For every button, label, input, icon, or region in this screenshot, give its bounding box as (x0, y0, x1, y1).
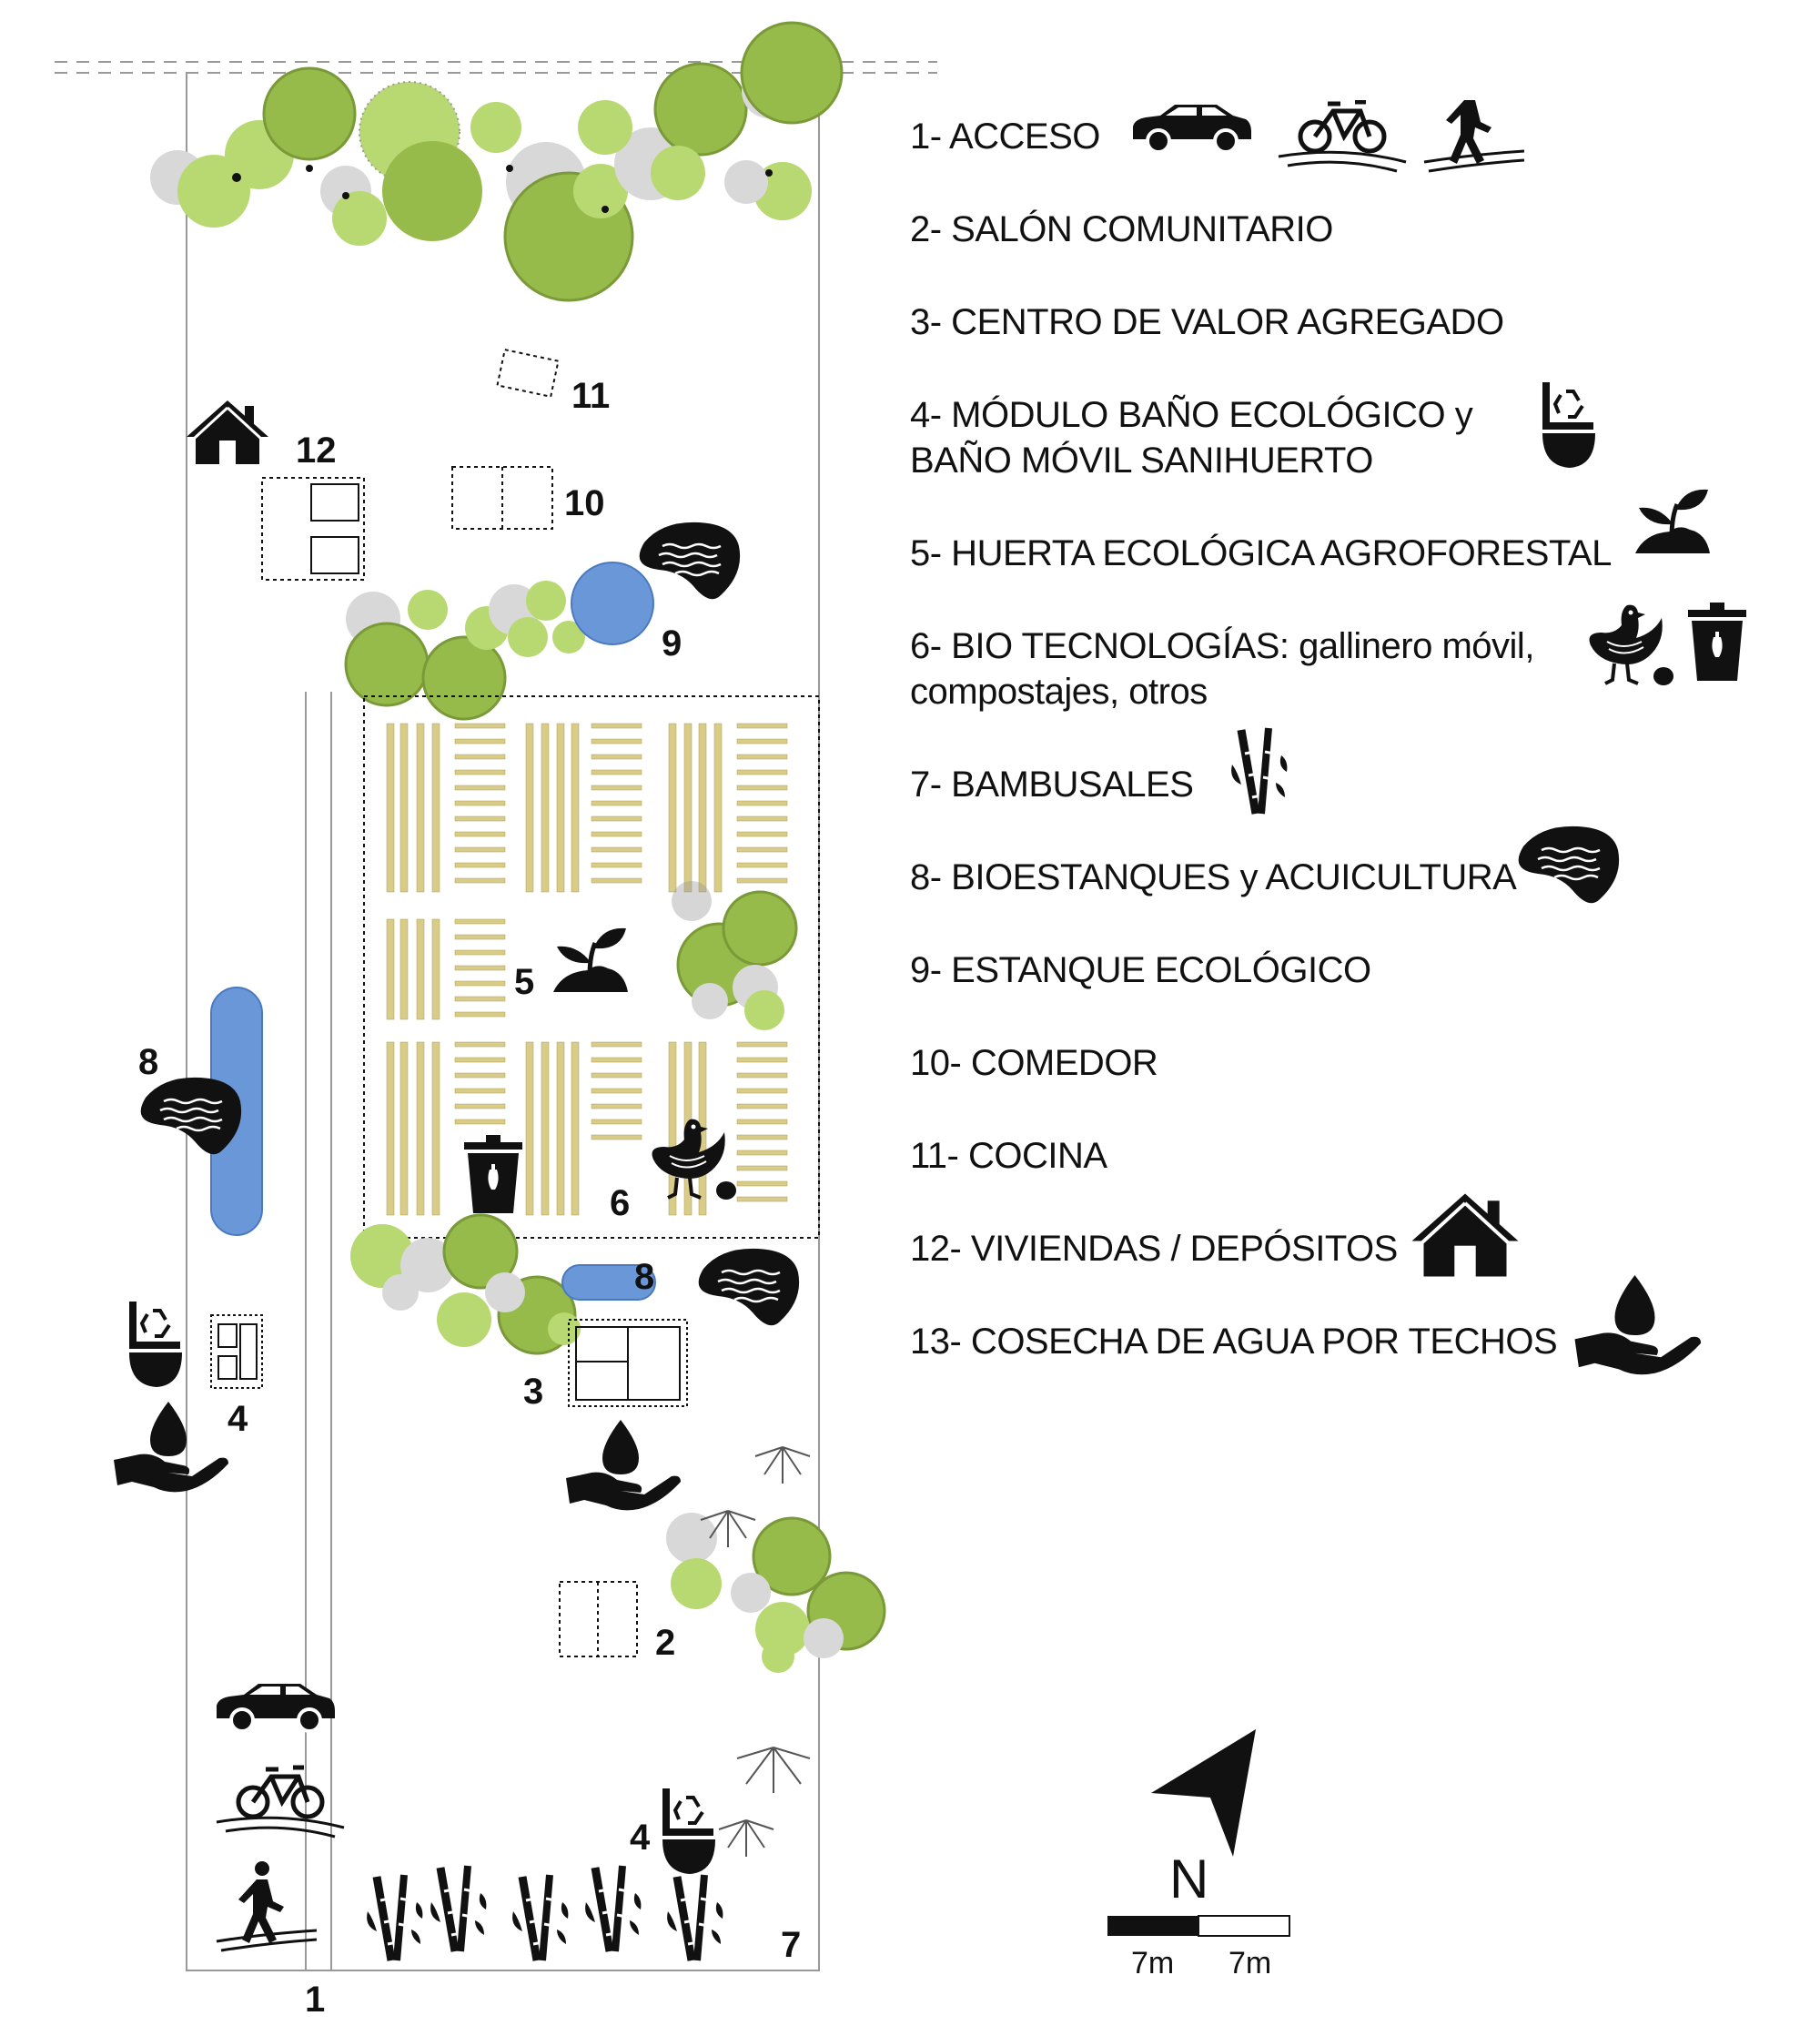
north-label: N (1169, 1849, 1208, 1909)
zone-number-centro: 3 (523, 1372, 543, 1412)
bioestanque-center-pond (561, 1264, 656, 1301)
hen-icon (1587, 603, 1675, 687)
bamboo-icon (667, 1875, 723, 1960)
crop-rows (386, 723, 788, 1216)
tree-belt-estanque (344, 581, 585, 721)
zone-number-biotec: 6 (610, 1183, 630, 1223)
bamboo-icon (367, 1875, 422, 1960)
sprout-icon (1635, 490, 1710, 553)
huerta-boundary (363, 695, 820, 1239)
legend-water-icon (1574, 1275, 1702, 1375)
salon-structure (559, 1581, 638, 1657)
car-icon (1133, 103, 1253, 154)
house-icon (185, 399, 270, 466)
zone-number-viviendas: 12 (296, 430, 337, 471)
bamboo-icon (430, 1866, 486, 1951)
bano-west-structure (210, 1314, 263, 1389)
zone-number-cocina: 11 (571, 376, 610, 416)
estanque-ecologico-pond (571, 562, 654, 645)
legend-item-bioestanque: 8- BIOESTANQUES y ACUICULTURA (910, 857, 1517, 897)
zone-number-bano-west: 4 (228, 1399, 248, 1439)
zone-number-bioestanque-west: 8 (138, 1042, 158, 1082)
zone-number-comedor: 10 (564, 483, 605, 523)
legend-house-icon (1410, 1191, 1521, 1279)
water-harvest-icon (1574, 1275, 1702, 1375)
legend-item-huerta: 5- HUERTA ECOLÓGICA AGROFORESTAL (910, 533, 1612, 573)
zone-number-estanque: 9 (662, 623, 682, 663)
legend-bamboo-icon (1224, 724, 1306, 824)
sprout-icon (553, 928, 628, 992)
pond-icon (697, 1247, 801, 1327)
legend-item-cosecha: 13- COSECHA DE AGUA POR TECHOS (910, 1322, 1558, 1362)
pedestrian-icon (215, 1859, 318, 1952)
eco-toilet-icon (661, 1787, 717, 1876)
bamboo-icon (512, 1875, 568, 1960)
legend-item-biotec-line1: 6- BIO TECNOLOGÍAS: gallinero móvil, (910, 626, 1534, 666)
zone-number-salon: 2 (655, 1623, 675, 1663)
pond-icon (139, 1076, 243, 1156)
eco-toilet-icon (1541, 380, 1597, 470)
zone-number-bioestanque-center: 8 (634, 1257, 654, 1297)
pedestrian-icon (1422, 100, 1526, 173)
legend-pond-icon (1517, 825, 1621, 905)
bamboo-icon (1231, 728, 1287, 814)
tree-cluster-huerta (672, 881, 798, 1030)
bicycle-icon (1279, 102, 1406, 171)
centro-structure (568, 1319, 688, 1407)
car-icon (215, 1682, 337, 1733)
compost-bin-icon (464, 1135, 522, 1213)
legend-item-estanque: 9- ESTANQUE ECOLÓGICO (910, 950, 1371, 990)
scale-label-left: 7m (1131, 1946, 1174, 1980)
north-arrow-icon (1151, 1729, 1256, 1857)
bicycle-icon (217, 1768, 344, 1837)
legend-item-centro: 3- CENTRO DE VALOR AGREGADO (910, 302, 1504, 342)
viviendas-structure (261, 477, 365, 581)
legend-sprout-icon (1633, 482, 1734, 573)
legend-toilet-icon (1541, 380, 1597, 470)
legend-item-bano-line1: 4- MÓDULO BAÑO ECOLÓGICO y (910, 395, 1473, 435)
tree-belt-middle (350, 1213, 581, 1355)
legend-item-acceso: 1- ACCESO (910, 116, 1100, 157)
legend-item-viviendas: 12- VIVIENDAS / DEPÓSITOS (910, 1229, 1398, 1269)
pond-icon (638, 521, 742, 601)
pond-icon (1517, 825, 1621, 905)
cocina-structure (496, 349, 560, 398)
tree-belt-north (150, 21, 844, 302)
legend-item-salon: 2- SALÓN COMUNITARIO (910, 209, 1333, 249)
house-icon (1410, 1191, 1521, 1279)
scale-label-right: 7m (1228, 1946, 1271, 1980)
legend-biotec-icons (1587, 603, 1746, 687)
zone-number-access: 1 (305, 1980, 325, 2020)
water-harvest-icon (566, 1420, 681, 1511)
legend-item-bambu: 7- BAMBUSALES (910, 765, 1194, 805)
hen-icon (650, 1117, 738, 1201)
legend-item-cocina: 11- COCINA (910, 1136, 1107, 1176)
zone-number-bambu: 7 (781, 1925, 801, 1965)
comedor-structure (451, 466, 553, 530)
zone-number-huerta: 5 (514, 962, 534, 1002)
legend-item-biotec-line2: compostajes, otros (910, 672, 1208, 712)
tree-cluster-southeast (666, 1446, 886, 1673)
legend-access-icons (1133, 100, 1526, 200)
tree-cluster-south (718, 1747, 811, 1857)
legend-item-bano-line2: BAÑO MÓVIL SANIHUERTO (910, 441, 1373, 481)
street-line (55, 61, 937, 74)
bamboo-icon (585, 1866, 641, 1951)
zone-number-bano-south: 4 (630, 1818, 651, 1858)
compost-bin-icon (1688, 603, 1746, 681)
eco-toilet-icon (127, 1300, 184, 1389)
water-harvest-icon (114, 1402, 228, 1493)
scale-bar (1107, 1915, 1290, 1937)
legend-item-comedor: 10- COMEDOR (910, 1043, 1158, 1083)
